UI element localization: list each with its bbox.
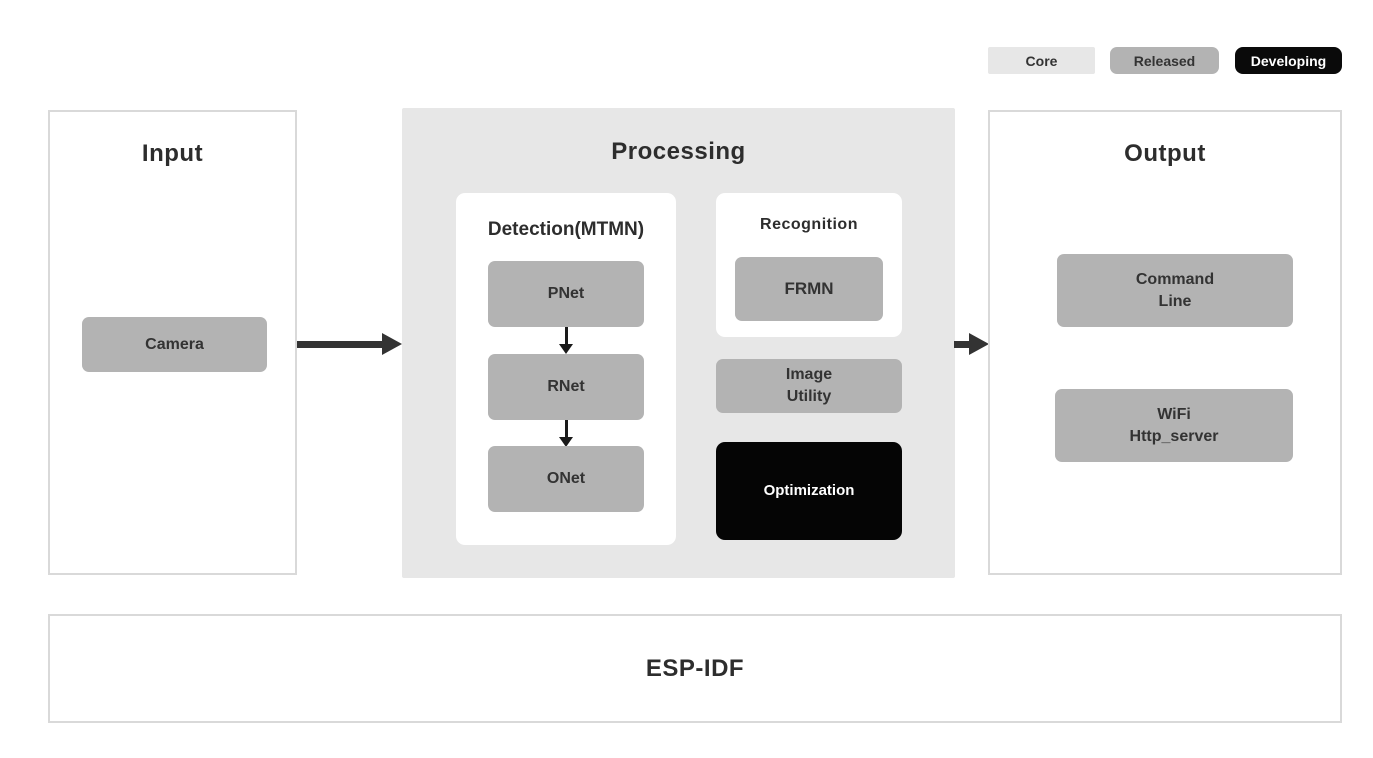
- recognition-group-title: Recognition: [760, 216, 858, 233]
- arrow-shaft: [564, 327, 568, 344]
- processing-panel-title: Processing: [611, 138, 746, 165]
- arrow-rnet-to-onet: [559, 420, 573, 447]
- arrow-head-icon: [559, 344, 573, 354]
- arrow-head-icon: [969, 333, 989, 355]
- legend-label-released: Released: [1133, 52, 1196, 69]
- legend-chip-core: Core: [988, 47, 1095, 74]
- arrow-head-icon: [559, 437, 573, 447]
- onet-node: ONet: [488, 446, 644, 512]
- detection-group-title: Detection(MTMN): [487, 219, 645, 240]
- detection-group: Detection(MTMN) PNet RNet ONet: [456, 193, 676, 545]
- arrow-head-icon: [382, 333, 402, 355]
- arrow-processing-to-output: [954, 333, 989, 355]
- esp-idf-panel: ESP-IDF: [48, 614, 1342, 723]
- input-panel: Input Camera: [48, 110, 297, 575]
- image-utility-node: Image Utility: [716, 359, 902, 413]
- recognition-group: Recognition FRMN: [716, 193, 902, 337]
- legend-label-developing: Developing: [1250, 52, 1327, 69]
- processing-panel: Processing Detection(MTMN) PNet RNet ONe…: [402, 108, 955, 578]
- optimization-node: Optimization: [716, 442, 902, 540]
- pnet-node: PNet: [488, 261, 644, 327]
- esp-idf-title: ESP-IDF: [645, 654, 745, 682]
- command-line-node: Command Line: [1057, 254, 1293, 327]
- legend-chip-developing: Developing: [1235, 47, 1342, 74]
- arrow-pnet-to-rnet: [559, 327, 573, 354]
- arrow-shaft: [297, 340, 383, 348]
- rnet-node: RNet: [488, 354, 644, 420]
- legend-chip-released: Released: [1110, 47, 1219, 74]
- arrow-shaft: [564, 420, 568, 437]
- output-panel-title: Output: [1124, 140, 1206, 167]
- legend-label-core: Core: [1025, 52, 1058, 69]
- input-panel-title: Input: [141, 140, 204, 167]
- arrow-shaft: [954, 340, 970, 348]
- wifi-http-server-node: WiFi Http_server: [1055, 389, 1293, 462]
- camera-node: Camera: [82, 317, 267, 372]
- frmn-node: FRMN: [735, 257, 883, 321]
- output-panel: Output Command Line WiFi Http_server: [988, 110, 1342, 575]
- arrow-input-to-processing: [297, 333, 402, 355]
